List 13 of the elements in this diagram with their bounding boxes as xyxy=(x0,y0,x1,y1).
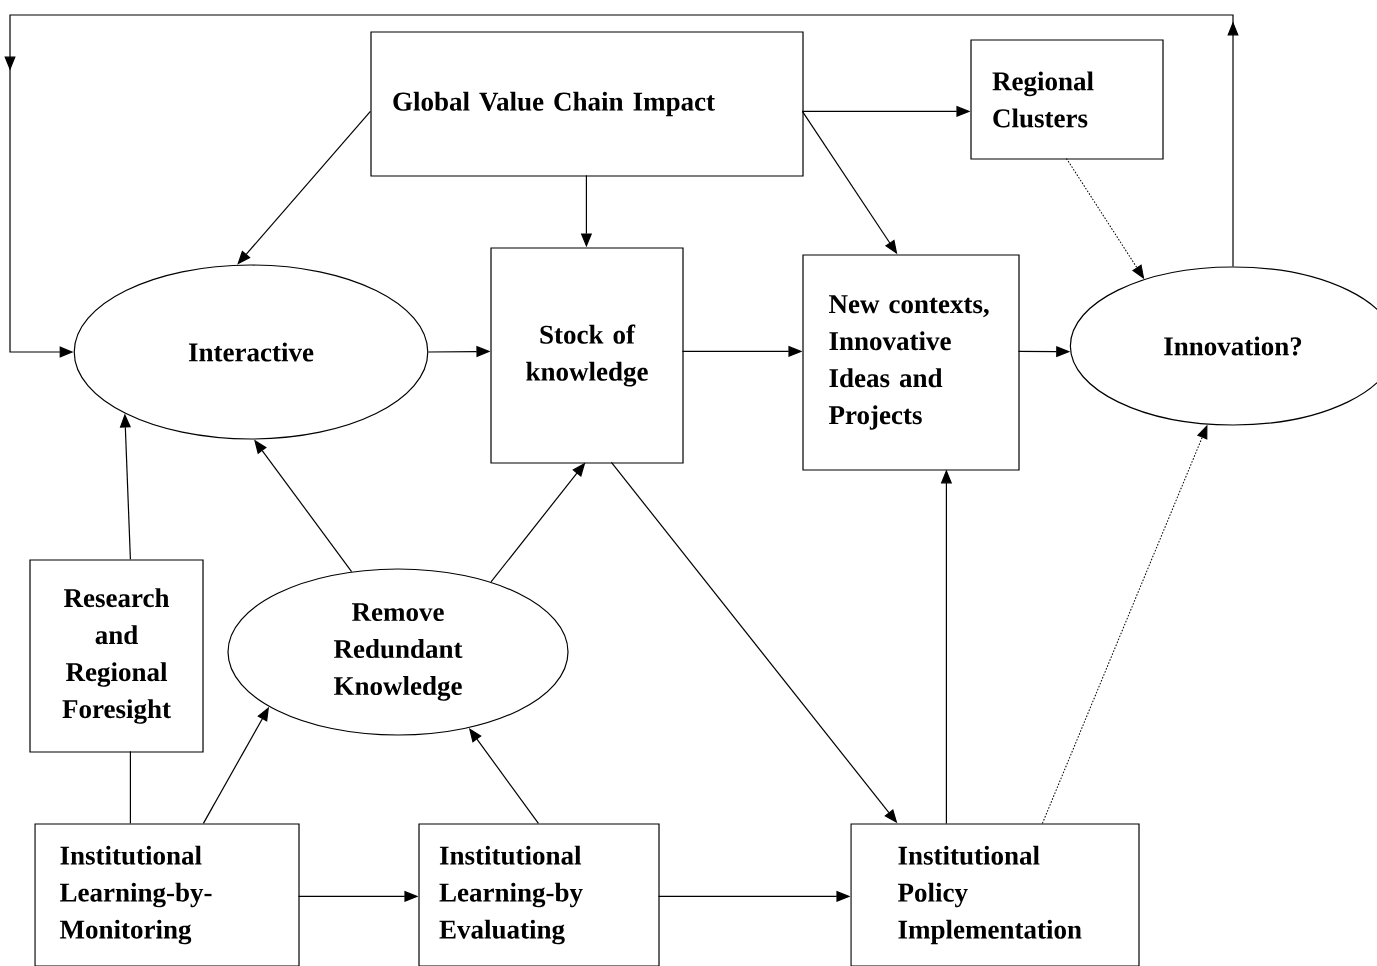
arrow xyxy=(237,110,371,265)
process-box: Stock of knowledge xyxy=(490,247,684,464)
process-box: New contexts, Innovative Ideas and Projects xyxy=(802,254,1020,471)
arrow xyxy=(1065,157,1145,279)
arrow xyxy=(4,14,1239,358)
process-box: Research and Regional Foresight xyxy=(29,559,204,753)
process-box: Regional Clusters xyxy=(970,39,1164,160)
process-box: Institutional Learning-by Evaluating xyxy=(418,823,660,966)
process-box: Global Value Chain Impact xyxy=(370,31,804,177)
process-box: Institutional Policy Implementation xyxy=(850,823,1140,966)
process-box: Institutional Learning-by-Monitoring xyxy=(34,823,300,966)
connector-line xyxy=(129,750,131,824)
arrow xyxy=(1041,425,1208,824)
